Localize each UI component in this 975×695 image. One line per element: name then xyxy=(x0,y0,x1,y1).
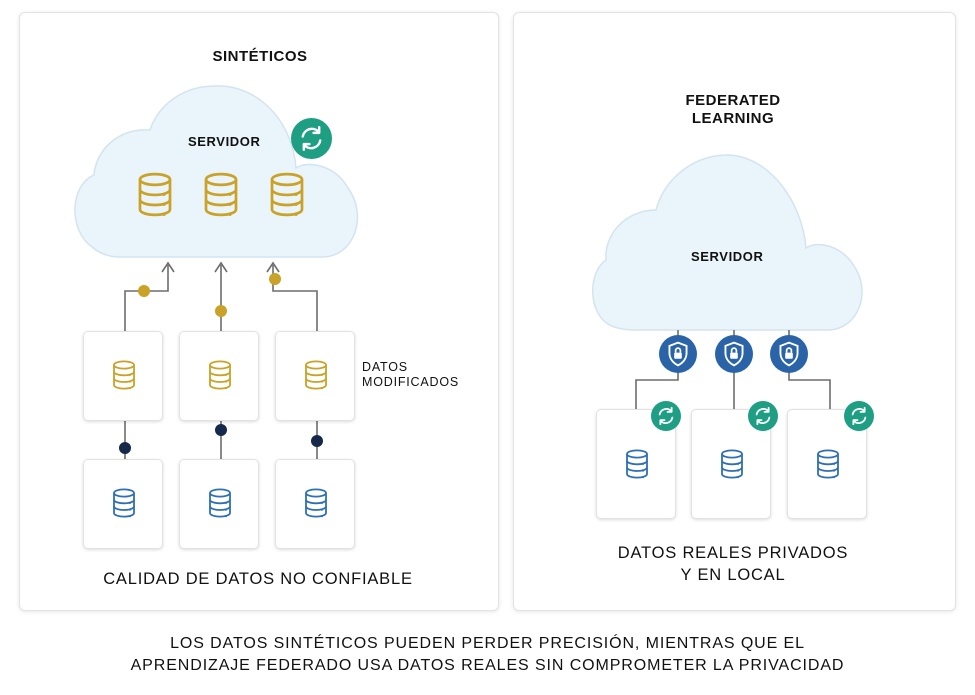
database-icon xyxy=(626,449,648,480)
server-cloud xyxy=(74,85,359,258)
upload-arrows xyxy=(124,261,318,331)
database-icon xyxy=(305,488,327,519)
source-data-box xyxy=(83,459,163,549)
footer-line1: LOS DATOS SINTÉTICOS PUEDEN PERDER PRECI… xyxy=(170,635,805,652)
sync-icon xyxy=(651,401,681,431)
modified-data-box xyxy=(179,331,259,421)
database-icon xyxy=(209,360,231,391)
modified-data-box xyxy=(275,331,355,421)
federated-caption-line2: Y EN LOCAL xyxy=(680,566,786,584)
lock-shield-icon xyxy=(715,335,753,373)
database-icon xyxy=(817,449,839,480)
lock-shield-icon xyxy=(770,335,808,373)
federated-title-line2: LEARNING xyxy=(691,110,775,127)
sync-icon xyxy=(748,401,778,431)
synthetic-title: SINTÉTICOS xyxy=(212,48,308,65)
database-icon xyxy=(209,488,231,519)
link-dot xyxy=(215,424,227,436)
server-cloud xyxy=(592,154,863,331)
modified-data-label: DATOS MODIFICADOS xyxy=(362,360,459,390)
source-data-box xyxy=(275,459,355,549)
server-label: SERVIDOR xyxy=(188,134,261,149)
federated-caption-line1: DATOS REALES PRIVADOS xyxy=(617,544,849,562)
local-data-box xyxy=(787,409,867,519)
synthetic-caption: CALIDAD DE DATOS NO CONFIABLE xyxy=(103,570,413,588)
lock-shield-icon xyxy=(659,335,697,373)
modified-data-label-line1: DATOS xyxy=(362,360,408,374)
link-dot xyxy=(119,442,131,454)
transfer-dot xyxy=(138,285,150,297)
database-icon xyxy=(113,488,135,519)
link-dot xyxy=(311,435,323,447)
federated-title: FEDERATED LEARNING xyxy=(633,92,833,128)
transfer-dot xyxy=(215,305,227,317)
sync-icon xyxy=(844,401,874,431)
database-icon xyxy=(305,360,327,391)
footer-text: LOS DATOS SINTÉTICOS PUEDEN PERDER PRECI… xyxy=(0,633,975,677)
federated-caption: DATOS REALES PRIVADOS Y EN LOCAL xyxy=(573,542,893,586)
database-icon xyxy=(721,449,743,480)
transfer-dot xyxy=(269,273,281,285)
footer-line2: APRENDIZAJE FEDERADO USA DATOS REALES SI… xyxy=(130,657,845,674)
modified-data-label-line2: MODIFICADOS xyxy=(362,375,459,389)
modified-data-box xyxy=(83,331,163,421)
server-label: SERVIDOR xyxy=(691,249,764,264)
federated-title-line1: FEDERATED xyxy=(685,92,781,109)
source-data-box xyxy=(179,459,259,549)
database-icon xyxy=(113,360,135,391)
sync-icon xyxy=(291,118,332,159)
